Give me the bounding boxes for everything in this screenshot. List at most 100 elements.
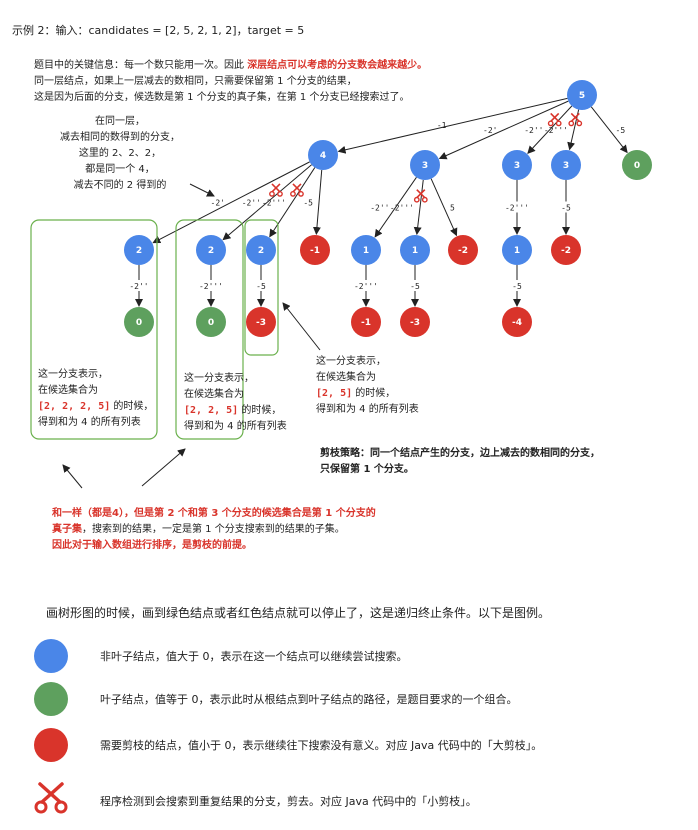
intro-line-2: 同一层结点，如果上一层减去的数相同，只需要保留第 1 个分支的结果， (34, 74, 357, 87)
red-node (400, 307, 430, 337)
branch-box-3 (244, 219, 279, 356)
svg-text:只保留第 1 个分支。: 只保留第 1 个分支。 (320, 462, 414, 475)
legend-green-circle (34, 682, 68, 716)
example-title: 示例 2：输入：candidates = [2, 5, 2, 1, 2]，tar… (12, 23, 304, 37)
edge-label: -2''' (390, 204, 414, 213)
tree-edge (312, 169, 323, 236)
box2-note: 这一分支表示， 在候选集合为 [2, 2, 5] 的时候， 得到和为 4 的所有… (184, 371, 287, 432)
blue-node (410, 150, 440, 180)
node-value: 1 (363, 246, 369, 256)
svg-text:[2, 5] 的时候，: [2, 5] 的时候， (316, 386, 395, 399)
box3-note: 这一分支表示， 在候选集合为 [2, 5] 的时候， 得到和为 4 的所有列表 (316, 354, 419, 415)
red-node (300, 235, 330, 265)
node-value: 1 (514, 246, 520, 256)
svg-text:真子集，搜索到的结果，一定是第 1 个分支搜索到的结果的: 真子集，搜索到的结果，一定是第 1 个分支搜索到的结果的子集。 (52, 522, 345, 535)
legend-red-circle (34, 728, 68, 762)
pruning-strategy: 剪枝策略：同一个结点产生的分支，边上减去的数相同的分支， 只保留第 1 个分支。 (320, 446, 600, 475)
tree-edge (152, 161, 310, 244)
blue-node (551, 150, 581, 180)
node-value: 3 (514, 161, 520, 171)
svg-text:因此对于输入数组进行排序，是剪枝的前提。: 因此对于输入数组进行排序，是剪枝的前提。 (52, 538, 252, 551)
blue-node (502, 235, 532, 265)
branch-box-2 (175, 219, 244, 440)
tree-edge (222, 164, 312, 241)
legend-text-red: 需要剪枝的结点，值小于 0，表示继续往下搜索没有意义。对应 Java 代码中的「… (100, 738, 542, 752)
edge-label-bg (501, 201, 533, 213)
node-value: -2 (561, 246, 571, 256)
blue-node (567, 80, 597, 110)
svg-text:在候选集合为: 在候选集合为 (184, 387, 244, 400)
node-value: 3 (422, 161, 428, 171)
tree-edge (374, 177, 417, 238)
svg-text:这里的 2、2、2，: 这里的 2、2、2， (79, 146, 161, 159)
red-node (502, 307, 532, 337)
box1-note: 这一分支表示， 在候选集合为 [2, 2, 2, 5] 的时候， 得到和为 4 … (38, 367, 153, 428)
edge-label: -2''' (505, 204, 529, 213)
red-node (551, 235, 581, 265)
edge-label: 5 (450, 204, 455, 213)
edge-label: -2'' (129, 282, 148, 291)
node-value: 2 (258, 246, 264, 256)
edge-label-bg (195, 280, 227, 291)
svg-text:都是同一个 4，: 都是同一个 4， (85, 163, 155, 175)
node-value: 3 (563, 161, 569, 171)
tree-edges: -1-2'-2''-2'''-5-2'-2''-2'''-5-2''-2'''5… (123, 97, 628, 307)
left-note: 在同一层， 减去相同的数得到的分支， 这里的 2、2、2， 都是同一个 4， 减… (60, 115, 180, 191)
node-value: -2 (458, 246, 468, 256)
tree-edge (438, 100, 569, 160)
blue-node (246, 235, 276, 265)
edge-label-bg (350, 280, 382, 291)
node-value: -4 (512, 318, 522, 328)
blue-node (308, 140, 338, 170)
edge-label: -2''' (354, 282, 378, 291)
edge-label: -2' (211, 199, 225, 208)
svg-text:得到和为 4 的所有列表: 得到和为 4 的所有列表 (316, 402, 419, 415)
edge-label: -2''' (544, 126, 568, 135)
intro-line-1: 题目中的关键信息：每一个数只能用一次。因此 深层结点可以考虑的分支数会越来越少。 (34, 58, 427, 71)
edge-label: -5 (512, 282, 522, 291)
node-value: 4 (320, 151, 326, 161)
green-node (124, 307, 154, 337)
node-value: 0 (634, 161, 640, 171)
edge-label: -5 (616, 126, 626, 135)
svg-text:得到和为 4 的所有列表: 得到和为 4 的所有列表 (184, 419, 287, 432)
legend-text-blue: 非叶子结点，值大于 0，表示在这一个结点可以继续尝试搜索。 (100, 649, 408, 663)
blue-node (400, 235, 430, 265)
edge-label: -2' (483, 126, 497, 135)
svg-text:剪枝策略：同一个结点产生的分支，边上减去的数相同的分支，: 剪枝策略：同一个结点产生的分支，边上减去的数相同的分支， (320, 446, 600, 459)
red-node (246, 307, 276, 337)
legend-blue-circle (34, 639, 68, 673)
blue-node (502, 150, 532, 180)
branch-box-1 (30, 219, 158, 440)
node-value: -3 (410, 318, 420, 328)
edge-label: -1 (437, 121, 447, 130)
green-node (622, 150, 652, 180)
node-value: -1 (310, 246, 320, 256)
node-value: 0 (136, 318, 142, 328)
box3-arrow (282, 302, 321, 351)
svg-text:这一分支表示，: 这一分支表示， (184, 371, 254, 384)
node-value: 5 (579, 91, 585, 101)
node-value: 2 (208, 246, 214, 256)
svg-text:[2, 2, 2, 5] 的时候，: [2, 2, 2, 5] 的时候， (38, 399, 153, 412)
tree-edge (337, 97, 568, 154)
legend-text-scissors: 程序检测到会搜索到重复结果的分支，剪去。对应 Java 代码中的「小剪枝」。 (100, 794, 477, 808)
edge-label: -2'' (242, 199, 261, 208)
tree-edge (590, 106, 628, 154)
blue-node (124, 235, 154, 265)
svg-text:减去不同的 2 得到的: 减去不同的 2 得到的 (74, 178, 167, 191)
edge-label: -2'' (370, 204, 389, 213)
svg-text:[2, 2, 5] 的时候，: [2, 2, 5] 的时候， (184, 403, 281, 416)
edge-label: -2''' (199, 282, 223, 291)
tree-edge (527, 105, 573, 155)
edge-label: -5 (561, 204, 571, 213)
svg-text:得到和为 4 的所有列表: 得到和为 4 的所有列表 (38, 415, 141, 428)
edge-label-bg (123, 280, 155, 291)
bottom-note: 和一样（都是4），但是第 2 个和第 3 个分支的候选集合是第 1 个分支的 真… (51, 506, 376, 551)
edge-label: -5 (303, 199, 313, 208)
blue-node (196, 235, 226, 265)
node-value: 1 (412, 246, 418, 256)
green-node (196, 307, 226, 337)
